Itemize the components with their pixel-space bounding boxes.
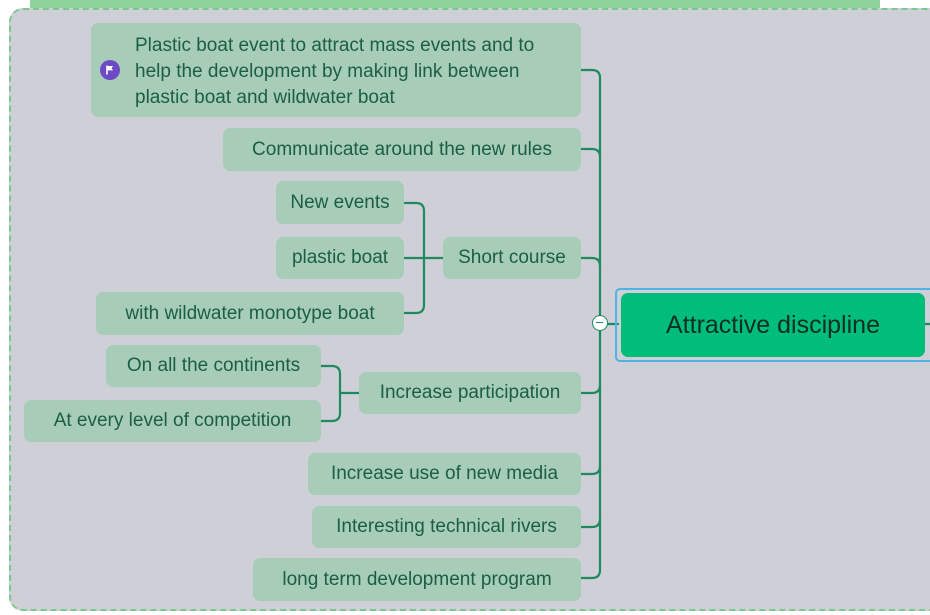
topic-label: with wildwater monotype boat (125, 302, 375, 324)
subtopic-plastic-boat[interactable]: plastic boat (276, 237, 404, 279)
topic-label: plastic boat (291, 247, 389, 268)
topic-new-media[interactable]: Increase use of new media (308, 453, 581, 495)
topic-label: Short course (458, 247, 566, 268)
topic-short-course[interactable]: Short course (443, 237, 581, 279)
subtopic-all-continents[interactable]: On all the continents (106, 345, 321, 387)
topic-label: Increase participation (379, 382, 561, 403)
subtopic-new-events[interactable]: New events (276, 181, 404, 224)
central-topic-label: Attractive discipline (666, 310, 880, 339)
topic-communicate-rules[interactable]: Communicate around the new rules (223, 128, 581, 171)
topic-technical-rivers[interactable]: Interesting technical rivers (312, 506, 581, 548)
topic-label: Increase use of new media (330, 463, 559, 484)
flag-icon (100, 60, 120, 80)
parent-boundary-edge (30, 0, 880, 8)
topic-label: At every level of competition (53, 410, 292, 431)
topic-label: Interesting technical rivers (336, 516, 557, 537)
collapse-minus-icon[interactable] (592, 315, 608, 331)
subtopic-every-level[interactable]: At every level of competition (24, 400, 321, 442)
topic-label: Communicate around the new rules (252, 138, 552, 160)
topic-plastic-boat-event[interactable]: Plastic boat event to attract mass event… (91, 23, 581, 117)
topic-label: New events (290, 191, 390, 213)
selection-outline (615, 288, 930, 362)
topic-label: On all the continents (126, 355, 301, 376)
central-topic[interactable]: Attractive discipline (621, 293, 925, 357)
topic-label: Plastic boat event to attract mass event… (135, 35, 535, 108)
topic-long-term-program[interactable]: long term development program (253, 558, 581, 601)
topic-increase-participation[interactable]: Increase participation (359, 372, 581, 414)
topic-label: long term development program (282, 568, 552, 590)
subtopic-wildwater-monotype-boat[interactable]: with wildwater monotype boat (96, 292, 404, 335)
